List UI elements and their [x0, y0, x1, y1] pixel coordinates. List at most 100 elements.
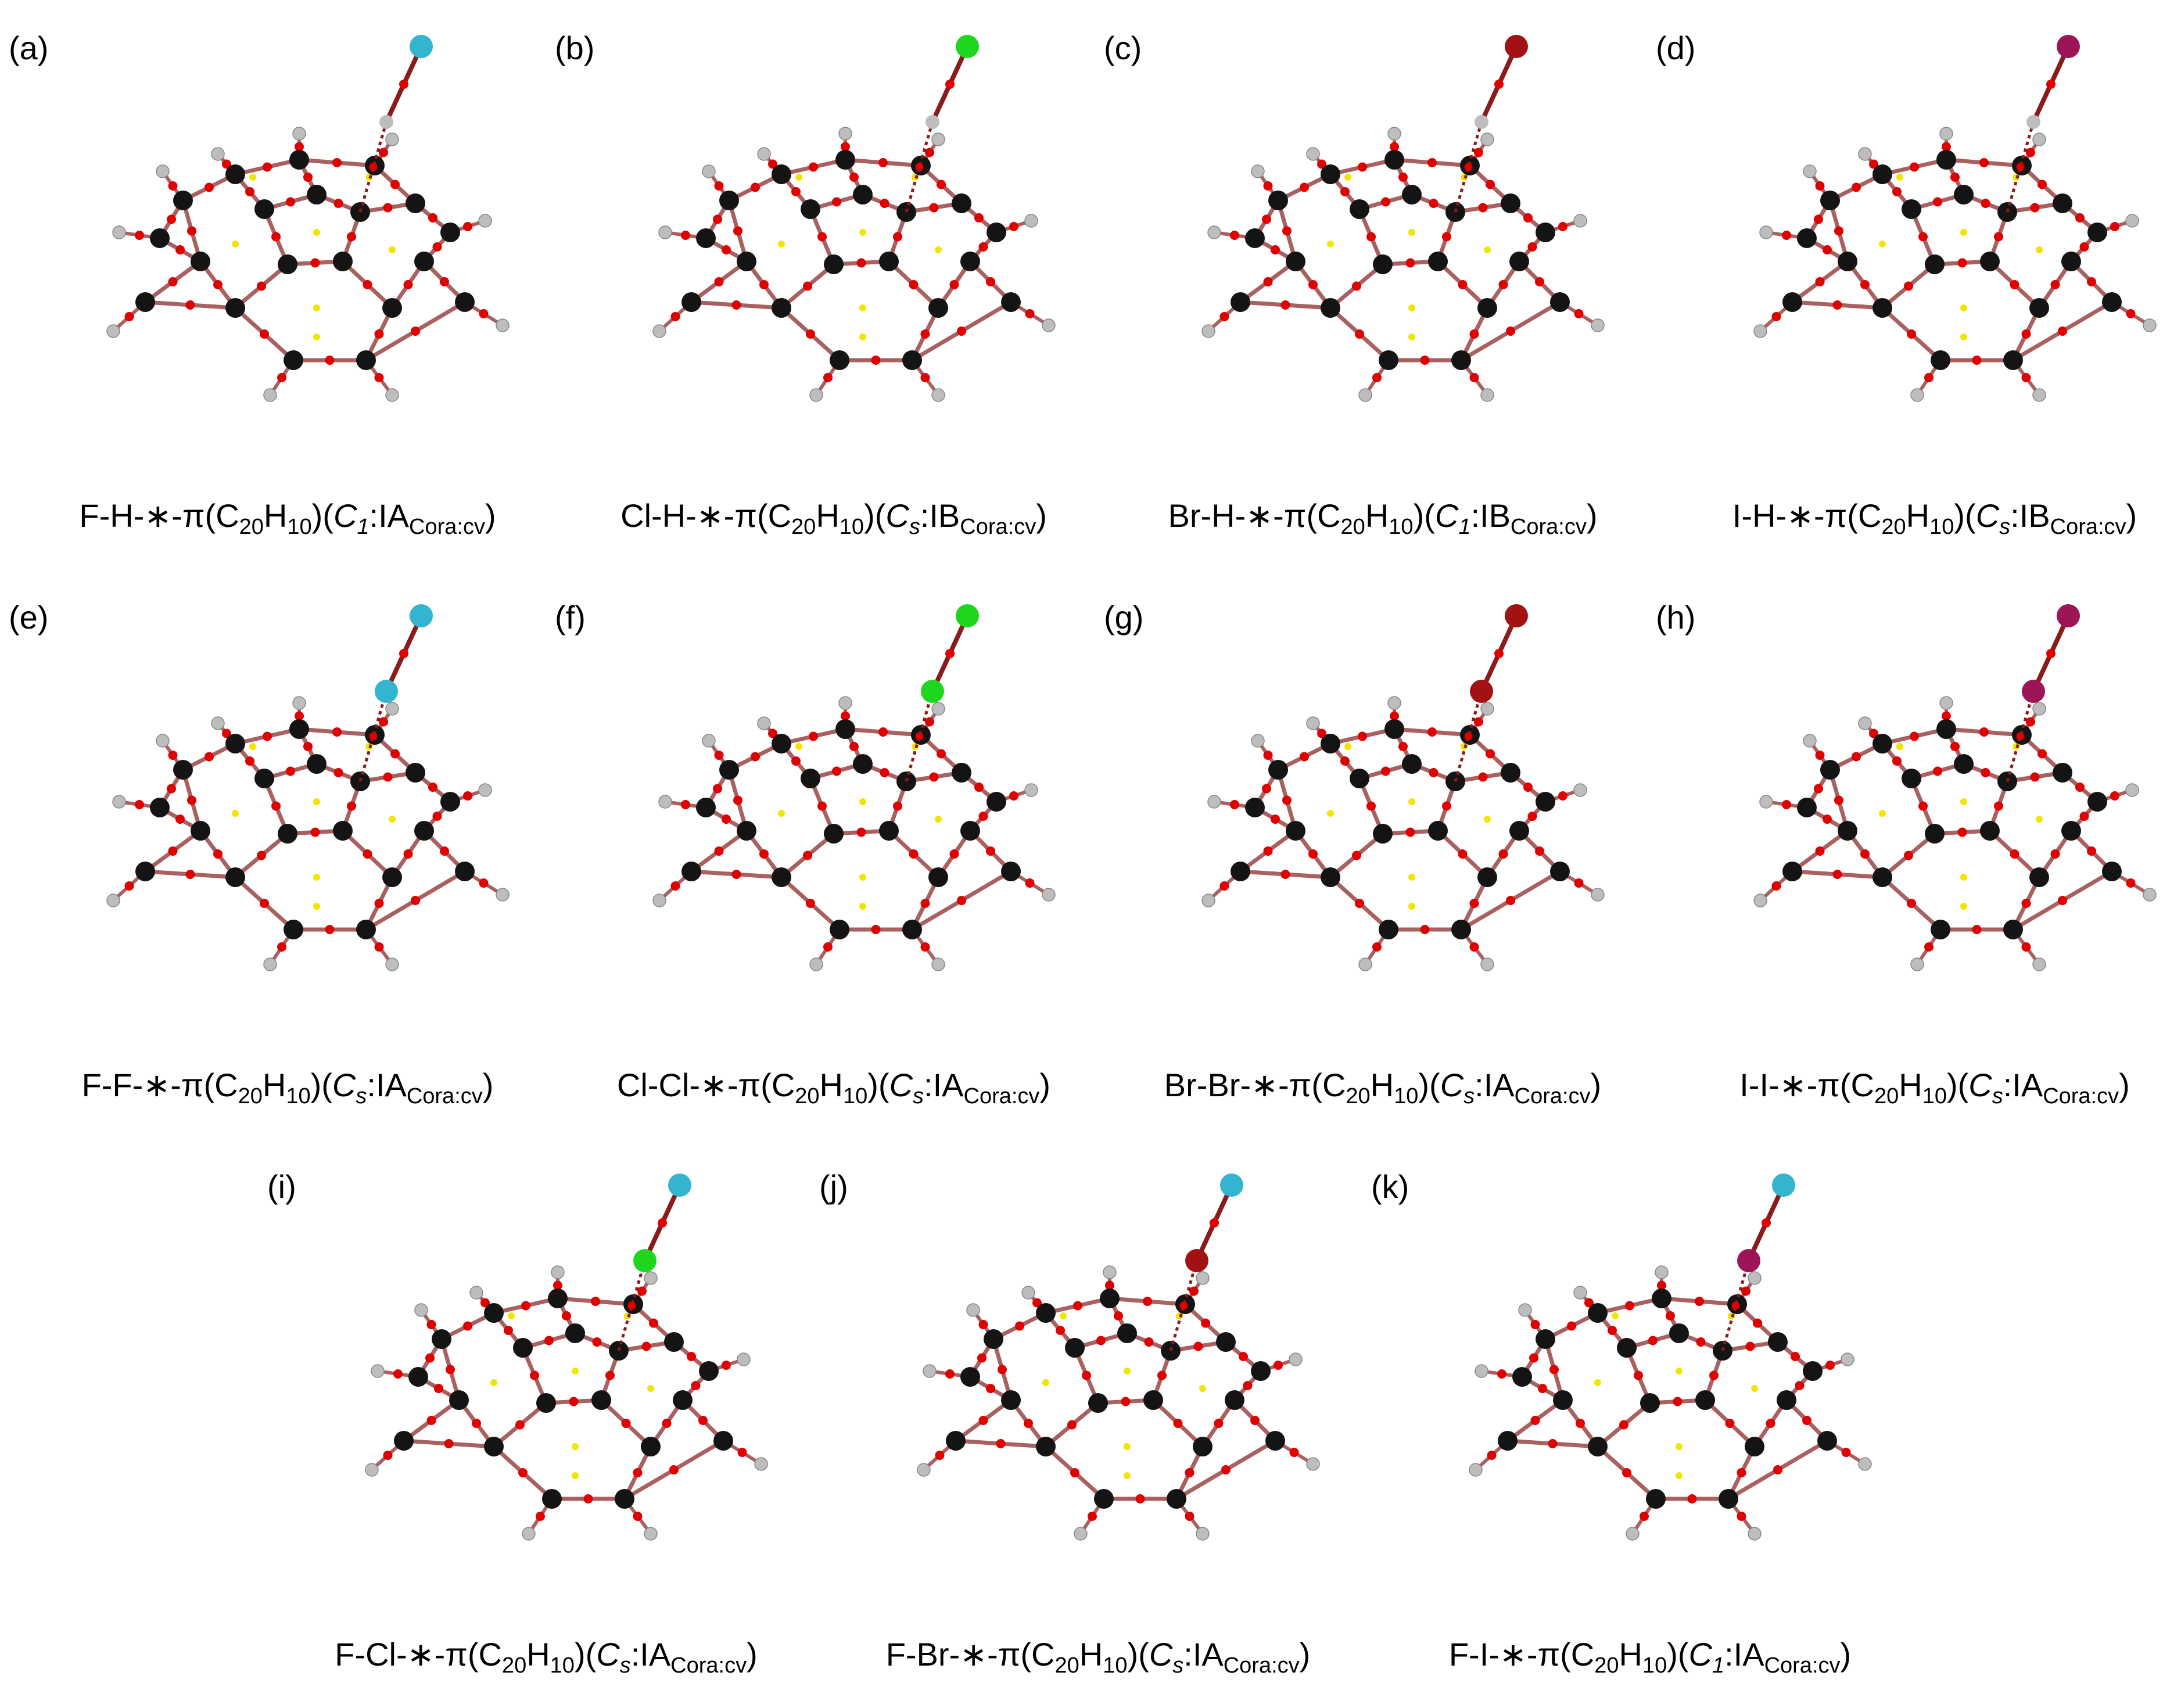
hydrogen-atom: [1753, 894, 1767, 907]
carbon-atom: [960, 252, 980, 271]
bond-critical-point: [681, 231, 690, 240]
bond-critical-point: [893, 801, 902, 811]
bond-critical-point: [633, 1512, 643, 1521]
bond-critical-point: [1918, 801, 1928, 811]
bond-critical-point: [849, 742, 859, 751]
carbon-atom: [1384, 719, 1404, 739]
ring-critical-point: [935, 246, 942, 253]
bond-critical-point: [1073, 1301, 1082, 1311]
bond-critical-point: [1263, 277, 1273, 286]
hydrogen-atom: [1858, 716, 1872, 730]
caption-part: :IB: [920, 497, 960, 534]
bond-critical-point: [432, 812, 442, 821]
hydrogen-atom: [2032, 388, 2046, 402]
carbon-atom: [772, 298, 791, 318]
hydrogen-atom: [2125, 214, 2139, 228]
bond-critical-point: [1852, 752, 1861, 762]
outer-atom: [2057, 604, 2080, 627]
hydrogen-atom: [1573, 214, 1587, 228]
caption-part: 10: [1922, 1084, 1947, 1108]
bond-critical-point: [175, 814, 185, 824]
carbon-atom: [1936, 719, 1956, 739]
ring-critical-point: [572, 1368, 579, 1375]
bond-critical-point: [1498, 849, 1508, 859]
bond-critical-point: [333, 768, 343, 777]
bond-critical-point: [1458, 849, 1468, 859]
hydrogen-atom: [292, 696, 306, 710]
bond-critical-point: [722, 814, 731, 824]
carbon-atom: [173, 760, 193, 780]
caption-part: )(: [311, 497, 333, 534]
caption-part: I-I-∗-π(C: [1739, 1067, 1874, 1103]
bond-critical-point: [759, 849, 769, 859]
bond-critical-point: [1574, 309, 1584, 318]
ring-critical-point: [1484, 246, 1491, 253]
carbon-atom: [713, 1431, 733, 1451]
bond-critical-point: [1942, 142, 1951, 152]
bond-critical-point: [553, 1280, 562, 1290]
bond-critical-point: [222, 729, 231, 738]
ring-critical-point: [2036, 816, 2043, 823]
bond-critical-point: [1340, 187, 1350, 196]
ring-critical-point: [313, 874, 320, 881]
bond-critical-point: [1262, 784, 1271, 794]
ring-critical-point: [1408, 874, 1415, 881]
caption-part: 10: [1642, 1653, 1667, 1678]
bond-critical-point: [817, 801, 827, 811]
caption-part: H: [816, 497, 840, 534]
carbon-atom: [1512, 1367, 1532, 1387]
carbon-atom: [1350, 769, 1369, 788]
carbon-atom: [2102, 292, 2122, 312]
outer-atom: [410, 35, 433, 58]
bond-critical-point: [425, 1353, 435, 1363]
ring-critical-point: [859, 304, 866, 311]
bond-critical-point: [263, 731, 272, 741]
bond-critical-point: [1024, 1419, 1033, 1428]
bond-critical-point: [592, 1337, 602, 1347]
ring-critical-point: [1327, 810, 1334, 817]
bond-critical-point: [880, 768, 889, 777]
bond-critical-point: [1372, 373, 1382, 382]
molecular-graph: [365, 1174, 768, 1541]
caption-part: Cora:cv: [1510, 515, 1587, 539]
carbon-atom: [440, 792, 460, 812]
bond-critical-point: [1892, 187, 1902, 196]
caption-part: Cora:cv: [960, 515, 1036, 539]
carbon-atom: [1931, 920, 1950, 939]
hydrogen-atom: [1469, 1463, 1483, 1477]
bond-critical-point: [1427, 158, 1437, 167]
carbon-atom: [801, 199, 820, 219]
bond-critical-point: [1823, 814, 1832, 824]
carbon-atom: [699, 1361, 719, 1381]
bond-critical-point: [1910, 162, 1919, 172]
hydrogen-atom: [809, 388, 823, 402]
caption-part: 1: [1712, 1653, 1725, 1678]
caption-part: s: [1999, 515, 2011, 539]
carbon-atom: [1745, 1437, 1764, 1456]
bond-critical-point: [1994, 801, 2003, 811]
bond-critical-point: [347, 232, 356, 242]
carbon-atom: [1379, 350, 1398, 370]
caption-part: :IA: [1183, 1636, 1224, 1673]
bond-critical-point: [2037, 749, 2047, 759]
bond-critical-point: [168, 846, 178, 856]
bond-critical-point: [1823, 245, 1832, 254]
caption-part: s: [1172, 1653, 1184, 1678]
caption-part: )(: [867, 1067, 889, 1103]
hydrogen-atom: [917, 1463, 931, 1477]
carbon-atom: [406, 763, 425, 783]
caption-part: H: [526, 1636, 550, 1673]
ring-critical-point: [313, 903, 320, 910]
bond-critical-point: [669, 1465, 679, 1474]
bond-critical-point: [986, 277, 995, 286]
bond-critical-point: [277, 942, 286, 952]
corannulene-molecule: [1469, 1174, 1872, 1541]
molecular-graph: [652, 604, 1056, 971]
bond-critical-point: [1219, 312, 1229, 321]
carbon-atom: [394, 1431, 414, 1451]
bond-critical-point: [591, 1297, 600, 1306]
carbon-atom: [835, 719, 855, 739]
ring-critical-point: [1879, 810, 1886, 817]
bond-critical-point: [2079, 812, 2089, 821]
bond-critical-point: [504, 1326, 513, 1335]
